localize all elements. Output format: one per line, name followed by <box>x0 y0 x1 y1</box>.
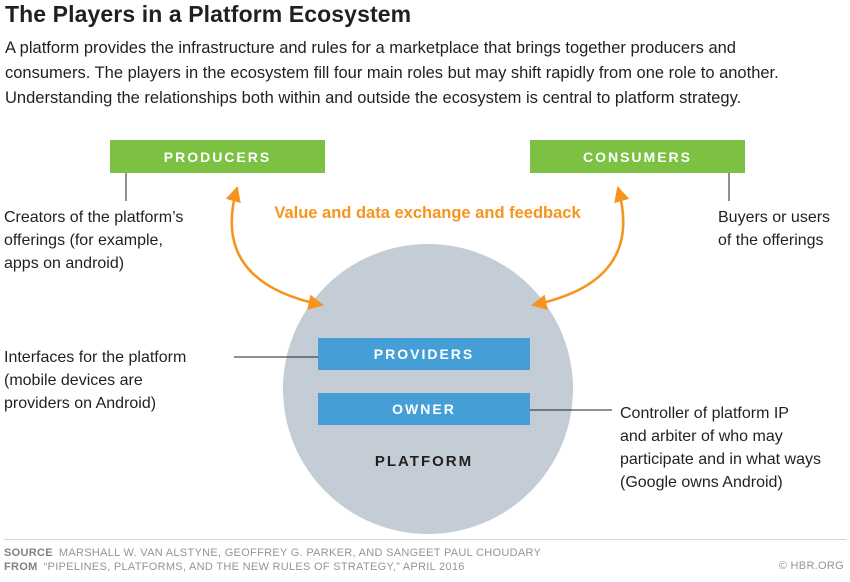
providers-box: PROVIDERS <box>318 338 530 370</box>
annotation-providers: Interfaces for the platform (mobile devi… <box>4 349 187 412</box>
producers-box: PRODUCERS <box>110 140 325 173</box>
footer-from-text: “PIPELINES, PLATFORMS, AND THE NEW RULES… <box>43 561 465 573</box>
exchange-label: Value and data exchange and feedback <box>274 204 581 222</box>
owner-box: OWNER <box>318 393 530 425</box>
consumers-box: CONSUMERS <box>530 140 745 173</box>
footer-divider <box>4 539 846 540</box>
consumers-box-label: CONSUMERS <box>582 148 692 165</box>
annotation-producers: Creators of the platform’s offerings (fo… <box>4 209 184 272</box>
hbr-credit: © HBR.ORG <box>778 560 844 572</box>
intro-description: A platform provides the infrastructure a… <box>5 39 779 107</box>
footer-source-label: SOURCE <box>4 547 53 559</box>
footer-from-label: FROM <box>4 561 38 573</box>
platform-circle <box>283 244 573 534</box>
providers-box-label: PROVIDERS <box>373 346 475 362</box>
owner-box-label: OWNER <box>392 401 456 417</box>
page-title: The Players in a Platform Ecosystem <box>5 1 412 27</box>
platform-label: PLATFORM <box>374 453 474 470</box>
footer-source-text: MARSHALL W. VAN ALSTYNE, GEOFFREY G. PAR… <box>58 547 542 559</box>
annotation-owner: Controller of platform IP and arbiter of… <box>620 405 821 491</box>
producers-box-label: PRODUCERS <box>163 148 272 165</box>
annotation-consumers: Buyers or users of the offerings <box>718 209 831 249</box>
footer-from-line: FROM “PIPELINES, PLATFORMS, AND THE NEW R… <box>4 560 541 574</box>
footer-source-line: SOURCE MARSHALL W. VAN ALSTYNE, GEOFFREY … <box>4 546 541 560</box>
footer: SOURCE MARSHALL W. VAN ALSTYNE, GEOFFREY … <box>4 546 541 574</box>
